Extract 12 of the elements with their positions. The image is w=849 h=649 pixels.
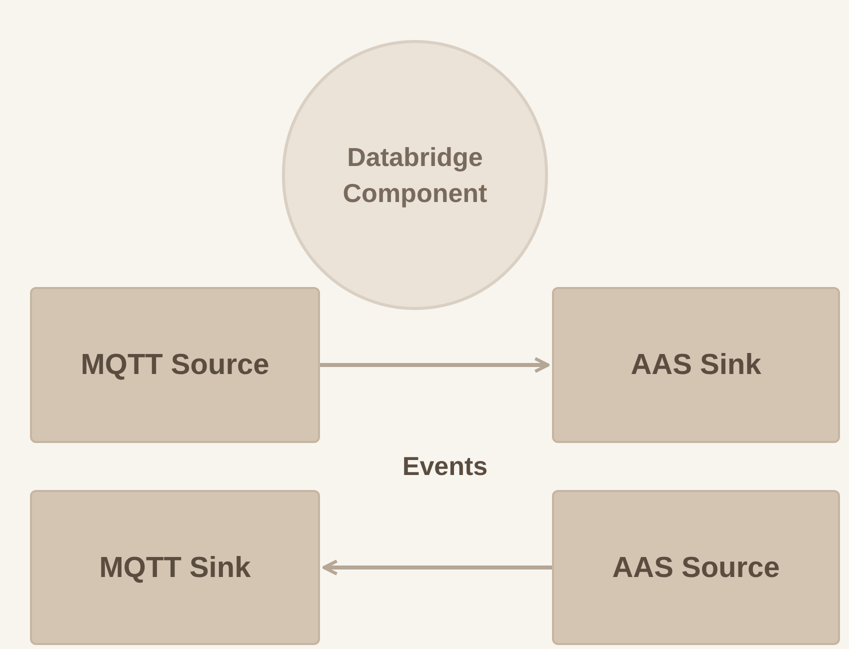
arrow [320, 357, 550, 373]
process-box [30, 490, 320, 645]
node-label: MQTT Source [80, 348, 270, 383]
node-label: AAS Source [612, 550, 780, 586]
node-label: AAS Sink [630, 348, 762, 383]
process-box [30, 287, 320, 443]
arrow [322, 560, 552, 576]
node-label: Databridge Component [342, 141, 488, 210]
events-label: Events [401, 450, 489, 483]
process-box [552, 490, 840, 645]
node-label: MQTT Sink [99, 550, 251, 586]
process-box [552, 287, 840, 443]
